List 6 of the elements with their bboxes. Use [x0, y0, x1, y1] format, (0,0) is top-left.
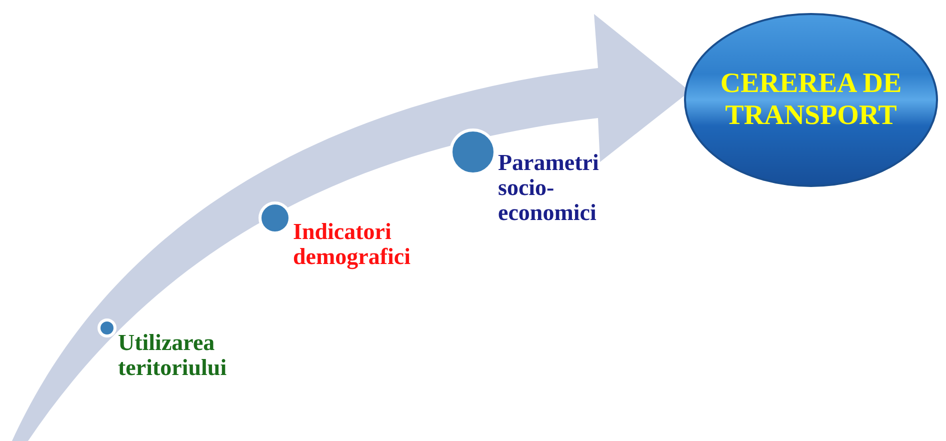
item-label: Parametri socio-economici [498, 150, 600, 225]
item-label: Indicatori demografici [293, 219, 412, 269]
node-label: CEREREA DE TRANSPORT [719, 68, 903, 132]
ellipse-node [683, 12, 939, 188]
circle-marker [96, 317, 118, 339]
item-label: Utilizarea teritoriului [118, 330, 228, 380]
